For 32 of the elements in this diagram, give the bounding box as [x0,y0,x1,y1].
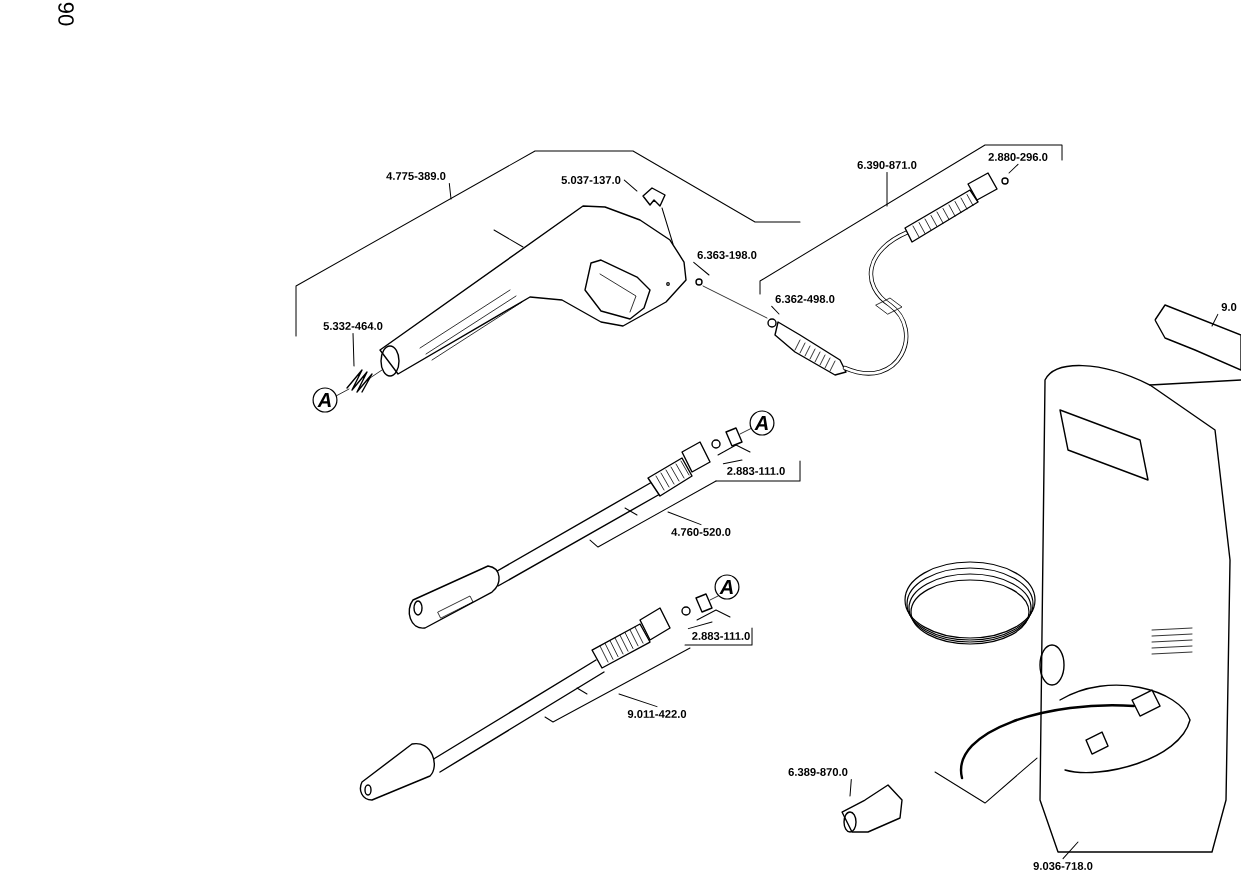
part-number: 6.363-198.0 [697,251,757,259]
callout-letter: A [714,574,740,600]
leader-line [448,182,452,200]
part-number: 6.362-498.0 [775,295,835,303]
part-number: 2.880-296.0 [988,153,1048,161]
leader-line [352,332,355,367]
part-number: 6.390-871.0 [857,161,917,169]
page-number: 06 [58,2,74,26]
part-number: 6.389-870.0 [788,768,848,776]
leader-line [623,179,638,192]
part-number: 4.775-389.0 [386,172,446,180]
leader-line [1008,163,1019,174]
leader-line [693,261,710,276]
part-number: 4.760-520.0 [671,528,731,536]
part-number: 9.011-422.0 [627,710,687,718]
leader-line [618,693,658,708]
part-number: 5.332-464.0 [323,322,383,330]
leader-line [886,171,888,207]
callout-letter: A [312,387,338,413]
part-number: 9.036-718.0 [1033,862,1093,870]
leader-line [1211,313,1219,327]
leader-line [667,511,702,526]
leader-line [849,778,852,797]
part-number: 2.883-111.0 [692,632,750,640]
leader-line [722,459,743,465]
part-number: 2.883-111.0 [727,467,785,475]
part-number: 9.0 [1221,303,1237,311]
leader-line [1062,841,1079,860]
leader-line [687,621,713,630]
callout-letter: A [749,410,775,436]
part-number: 5.037-137.0 [561,176,621,184]
leader-line [771,305,780,315]
